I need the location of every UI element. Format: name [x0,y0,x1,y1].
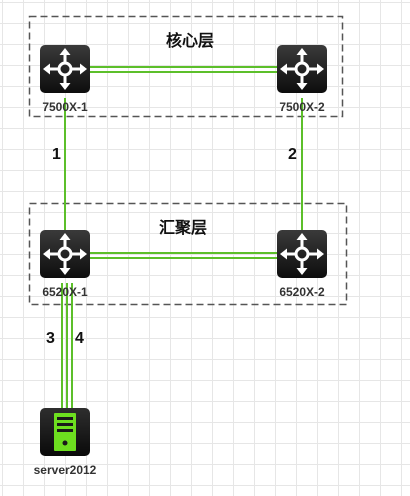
device-label: server2012 [34,463,97,477]
router-icon [275,228,329,280]
router-icon [275,43,329,95]
switch-6520x-1[interactable]: 6520X-1 [38,228,92,299]
link-number-3: 3 [46,330,55,347]
router-7500x-1[interactable]: 7500X-1 [38,43,92,114]
router-icon [38,43,92,95]
link-number-4: 4 [75,330,84,347]
device-label: 6520X-2 [279,285,325,299]
link-number-2: 2 [288,146,297,163]
device-label: 6520X-1 [42,285,88,299]
link-3-4 [61,283,73,410]
link-s1-s2 [90,252,278,259]
server-icon [40,408,90,456]
router-icon [38,228,92,280]
link-number-1: 1 [52,146,61,163]
aggregation-layer-title: 汇聚层 [159,218,207,237]
device-label: 7500X-2 [279,100,325,114]
core-layer-title: 核心层 [166,31,214,50]
server-2012[interactable]: server2012 [34,408,97,477]
device-label: 7500X-1 [42,100,88,114]
aggregation-layer-zone [28,202,348,306]
router-7500x-2[interactable]: 7500X-2 [275,43,329,114]
core-layer-zone [28,15,344,118]
link-r1-r2 [90,66,278,73]
switch-6520x-2[interactable]: 6520X-2 [275,228,329,299]
